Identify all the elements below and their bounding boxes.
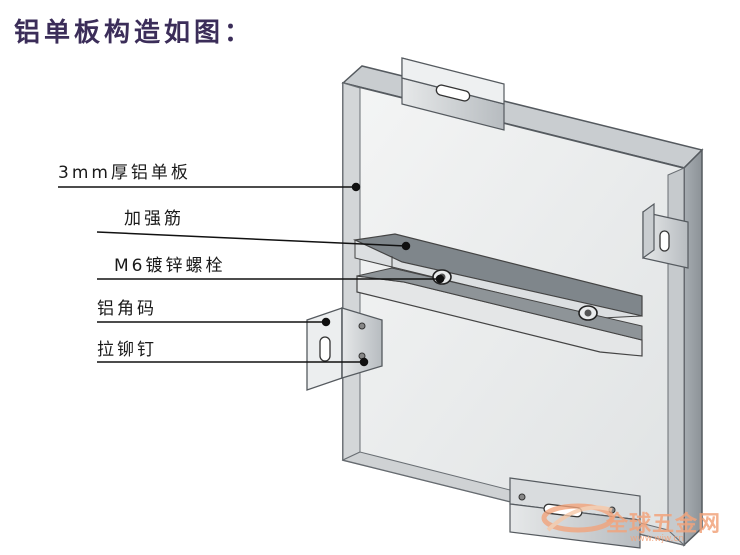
left-angle-bracket <box>306 307 383 391</box>
watermark-brand: 全球五金网 <box>606 512 722 537</box>
stiffening-rib <box>352 233 643 357</box>
callout-rivet: 拉铆钉 <box>97 340 157 360</box>
callout-panel: 3mm厚铝单板 <box>58 163 191 183</box>
leader-rib <box>96 231 407 247</box>
watermark-emblem <box>541 503 615 533</box>
panel-right-side <box>683 148 703 547</box>
leader-lines <box>58 182 445 367</box>
callout-bolt: M6镀锌螺栓 <box>114 256 226 276</box>
callout-rib: 加强筋 <box>124 209 184 229</box>
watermark-url: www.wjw.cn <box>630 534 685 544</box>
bolt-right <box>578 305 598 321</box>
callout-angle: 铝角码 <box>97 299 157 319</box>
right-angle-bracket <box>642 202 689 269</box>
top-angle-bracket <box>401 57 505 131</box>
page-title: 铝单板构造如图： <box>14 18 255 48</box>
panel-left-flange <box>342 82 361 461</box>
